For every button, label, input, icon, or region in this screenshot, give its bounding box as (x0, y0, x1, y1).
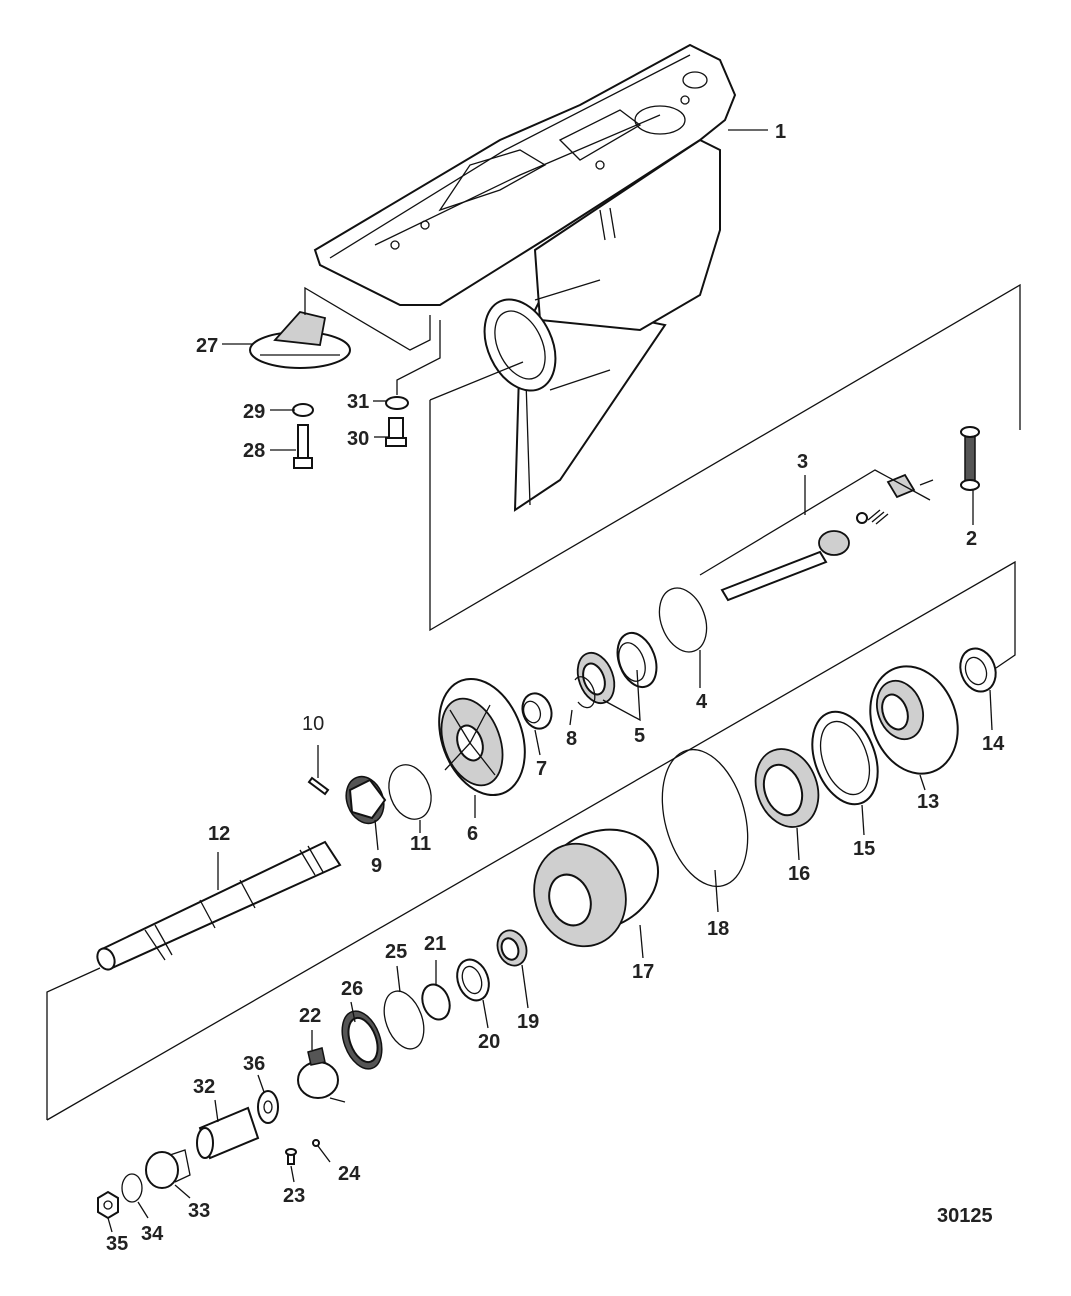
callout-11: 11 (410, 833, 431, 855)
spacer-32 (196, 1106, 260, 1160)
retainer-26 (341, 1010, 383, 1070)
trim-tab (249, 310, 351, 369)
callout-23: 23 (283, 1185, 305, 1207)
screw-30 (385, 417, 407, 447)
retaining-ring-8 (574, 676, 596, 709)
callout-27: 27 (196, 335, 218, 357)
callout-29: 29 (243, 401, 265, 423)
grouping-lines (46, 283, 1021, 1121)
clutch-9 (345, 775, 387, 825)
callout-16: 16 (788, 863, 810, 885)
callout-33: 33 (188, 1200, 210, 1222)
callout-6: 6 (467, 823, 478, 845)
callout-19: 19 (517, 1011, 539, 1033)
cross-pin-10 (307, 776, 330, 796)
seal-14 (959, 647, 997, 693)
propeller-nut-33 (145, 1149, 191, 1189)
callout-36: 36 (243, 1053, 265, 1075)
callout-18: 18 (707, 918, 729, 940)
bearing-cup-5 (616, 631, 658, 689)
o-ring-4 (658, 587, 708, 653)
washer-15 (811, 710, 879, 806)
callout-32: 32 (193, 1076, 215, 1098)
callout-8: 8 (566, 728, 577, 750)
gear-6 (438, 677, 526, 797)
callout-20: 20 (478, 1031, 500, 1053)
screw-23 (285, 1148, 297, 1165)
callout-2: 2 (966, 528, 977, 550)
callout-1: 1 (775, 121, 786, 143)
callout-15: 15 (853, 838, 875, 860)
shift-shaft-assembly-3 (720, 473, 934, 602)
thrust-ring-20 (456, 958, 490, 1002)
callout-25: 25 (385, 941, 407, 963)
thrust-bearing-21 (421, 983, 451, 1021)
callout-10: 10 (302, 713, 324, 735)
lock-washer-31 (385, 396, 409, 410)
gear-housing (313, 43, 737, 512)
nut-35 (97, 1190, 119, 1220)
washer-24 (312, 1139, 320, 1147)
tab-washer-25 (383, 990, 425, 1050)
callout-34: 34 (141, 1223, 164, 1245)
callout-22: 22 (299, 1005, 321, 1027)
thrust-washer-36 (257, 1090, 279, 1124)
tab-washer-34 (121, 1173, 143, 1203)
callout-9: 9 (371, 855, 382, 877)
bearing-carrier-13 (869, 665, 959, 775)
lock-washer-29 (292, 403, 314, 417)
callout-13: 13 (917, 791, 939, 813)
anode-clamp-22 (297, 1047, 346, 1103)
needle-bearing-19 (496, 929, 528, 967)
bearing-16 (754, 748, 820, 828)
reference-number: 30125 (937, 1205, 993, 1227)
callout-28: 28 (243, 440, 265, 462)
gear-17 (533, 828, 660, 948)
callout-5: 5 (634, 725, 645, 747)
callout-4: 4 (696, 691, 708, 713)
callout-31: 31 (347, 391, 369, 413)
leader-lines (107, 129, 993, 1233)
shift-clip-2 (960, 426, 980, 491)
callout-21: 21 (424, 933, 446, 955)
propeller-shaft-12 (96, 840, 342, 971)
callout-30: 30 (347, 428, 369, 450)
tapered-bearing-5 (576, 651, 616, 705)
needle-bearing-7 (521, 692, 553, 730)
callout-24: 24 (338, 1163, 361, 1185)
o-ring-11 (388, 764, 432, 820)
callout-14: 14 (982, 733, 1005, 755)
callout-7: 7 (536, 758, 547, 780)
callout-12: 12 (208, 823, 230, 845)
o-ring-18 (661, 748, 749, 888)
screw-28 (293, 424, 313, 469)
callout-3: 3 (797, 451, 808, 473)
callout-17: 17 (632, 961, 654, 983)
callout-labels: 1 2 3 4 5 6 7 8 9 10 11 12 13 14 15 16 1… (106, 121, 1005, 1255)
callout-26: 26 (341, 978, 363, 1000)
callout-35: 35 (106, 1233, 128, 1255)
